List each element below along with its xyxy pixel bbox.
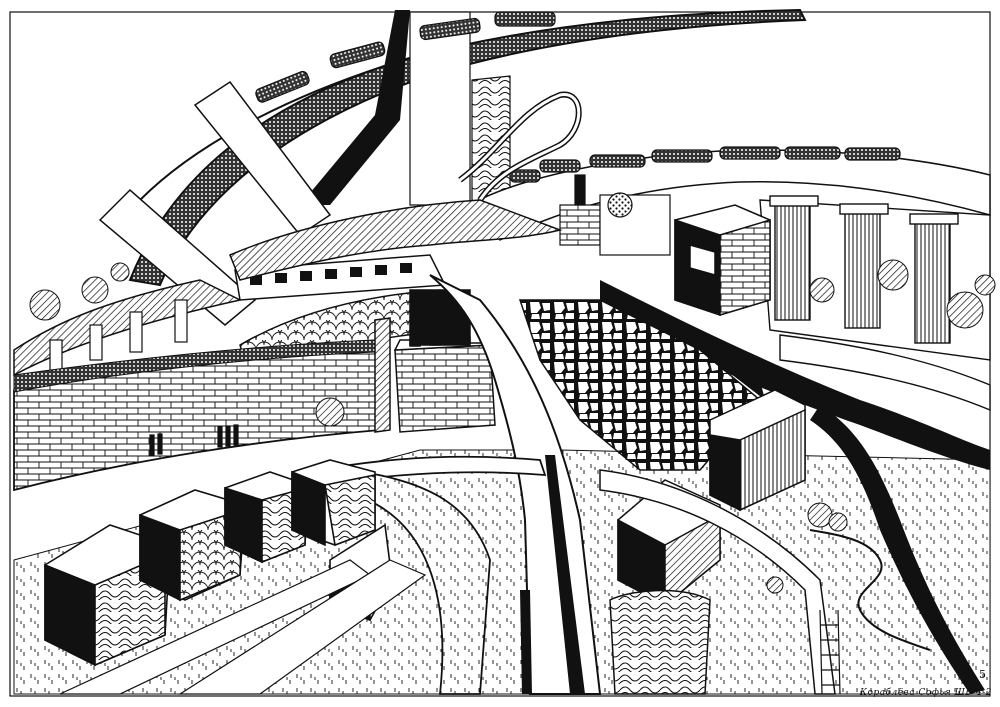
- bridge-windows: [250, 263, 412, 285]
- right-box: [709, 389, 806, 512]
- top-rail-cars: [255, 11, 556, 103]
- lattice-road: [229, 199, 563, 281]
- chimney-building: [559, 174, 671, 256]
- foreground-road-right: [177, 559, 427, 695]
- left-trees: [29, 262, 130, 321]
- wall-windows: [149, 424, 239, 456]
- rail-cars: [509, 146, 901, 183]
- cube-building: [674, 204, 771, 317]
- colonnade-trees: [809, 259, 996, 329]
- castle: [374, 289, 496, 433]
- artist-signature: Кораблёва Софья ШБ-4-2: [860, 688, 993, 698]
- black-pillar: [300, 10, 410, 205]
- wall-tree: [315, 397, 345, 427]
- main-road: [429, 274, 602, 695]
- river-stream: [809, 529, 931, 651]
- left-arches: [49, 299, 188, 371]
- road-black-edge-2: [520, 590, 532, 694]
- right-trees: [766, 502, 848, 594]
- left-branch-down: [348, 468, 491, 695]
- left-branch-road: [348, 455, 547, 481]
- black-sweep: [600, 280, 990, 470]
- wavy-column: [609, 589, 711, 695]
- colonnade: [759, 195, 991, 412]
- ladder: [819, 609, 841, 695]
- right-curve-road: [810, 405, 985, 694]
- right-path: [599, 469, 836, 695]
- road-black-edge: [545, 455, 585, 694]
- page-number: 5: [979, 668, 986, 681]
- white-beam-1: [193, 80, 332, 237]
